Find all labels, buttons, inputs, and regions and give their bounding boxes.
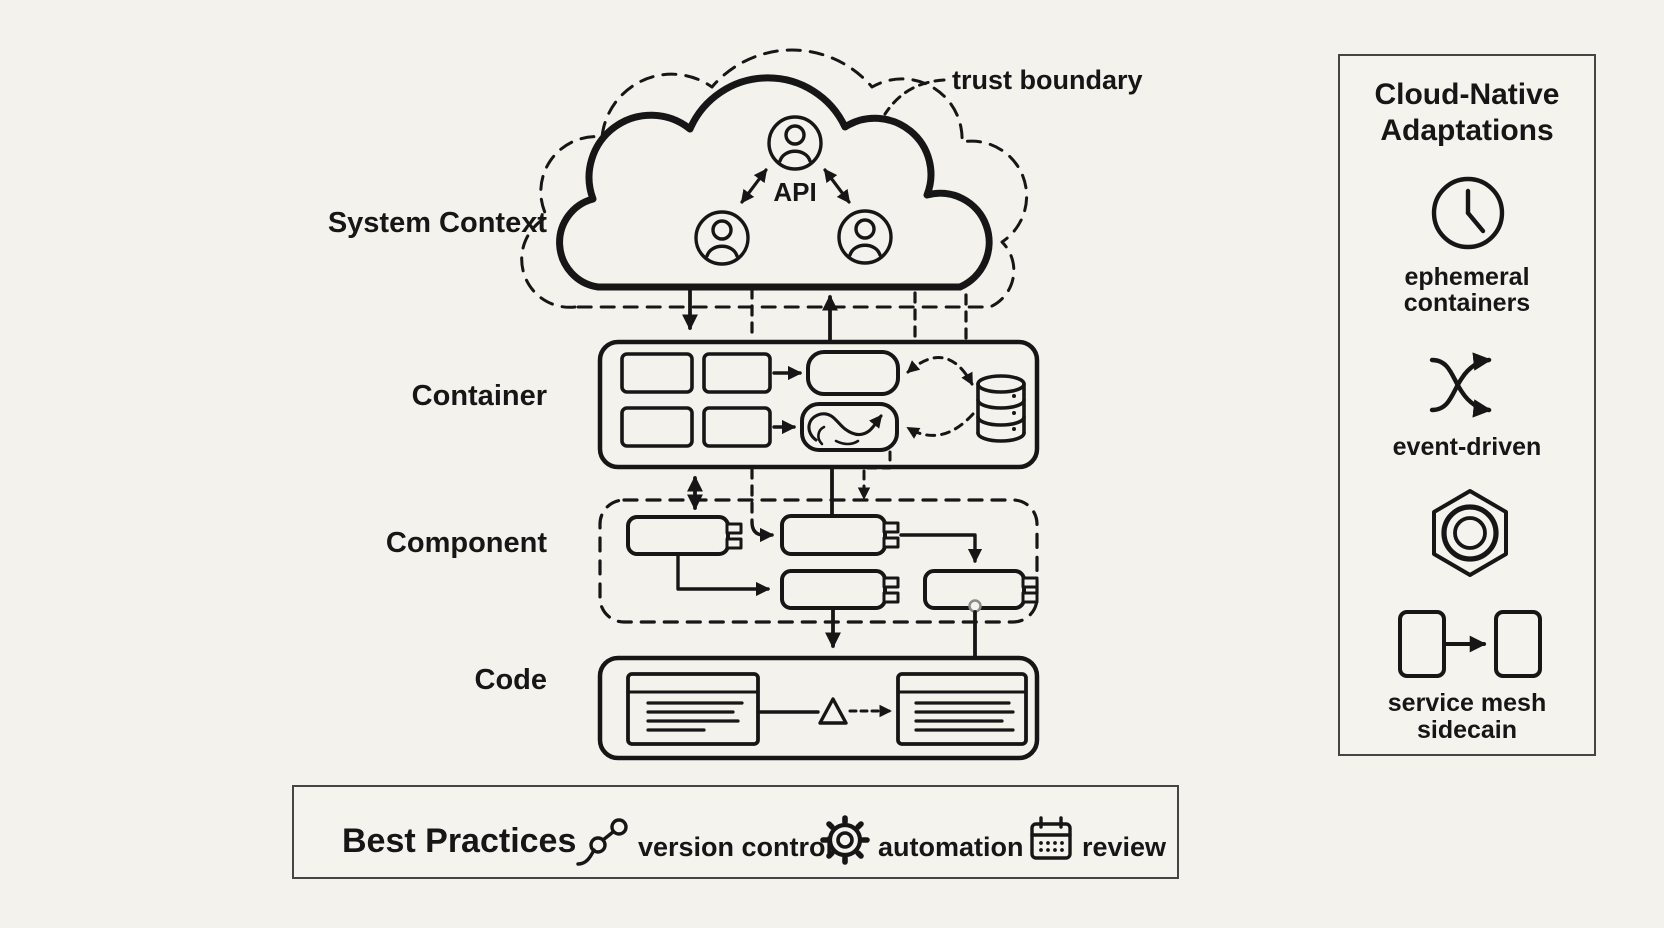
container-small-box <box>620 352 694 394</box>
dashed-elbow-arrow <box>857 450 892 500</box>
branch-icon <box>576 818 628 866</box>
best-practices-bar: Best Practices version control automatio… <box>292 785 1179 879</box>
component-tab <box>1021 591 1039 604</box>
elbow-arrow-connector <box>676 552 771 597</box>
component-tab <box>725 537 743 550</box>
system-context-level: trust boundary API <box>520 48 1143 309</box>
service-mesh-icon <box>1398 610 1542 678</box>
user-icon <box>694 210 750 266</box>
level-label-component: Component <box>386 527 547 559</box>
calendar-icon <box>1030 816 1072 860</box>
best-practices-title: Best Practices <box>342 822 576 860</box>
code-level <box>597 655 1040 761</box>
sidebar-title-line1: Cloud-Native <box>1374 78 1559 111</box>
sidebar-item-label: service mesh <box>1388 689 1546 717</box>
knot-icon <box>800 402 899 452</box>
component-box <box>626 515 743 556</box>
level-label-system-context: System Context <box>328 207 548 239</box>
dashed-double-arrow <box>906 356 974 386</box>
sidebar-item-label: containers <box>1404 289 1530 317</box>
component-boundary <box>598 498 1039 624</box>
best-practice-label: automation <box>878 832 1024 862</box>
component-tab <box>725 522 743 535</box>
component-box <box>780 514 900 556</box>
component-tab <box>882 536 900 549</box>
component-tab <box>1021 576 1039 589</box>
shuffle-arrows-icon <box>1429 352 1492 418</box>
container-component-connectors <box>687 450 892 543</box>
component-tab <box>882 521 900 534</box>
component-code-connectors <box>825 599 982 660</box>
sidebar-item-label: ephemeral <box>1404 263 1529 291</box>
system-cloud <box>556 74 993 291</box>
container-level <box>597 339 1040 470</box>
level-label-container: Container <box>412 380 547 412</box>
api-label: API <box>773 177 816 207</box>
elbow-arrow-connector <box>899 533 983 564</box>
trust-boundary-label: trust boundary <box>952 65 1143 95</box>
code-editor-icon <box>626 672 760 746</box>
component-level <box>598 498 1039 624</box>
user-icon <box>837 209 893 265</box>
component-box <box>780 569 900 610</box>
container-pill-box <box>806 350 900 396</box>
elbow-arrow-connector <box>750 520 775 543</box>
gear-icon <box>820 815 870 865</box>
sidebar-item-label: event-driven <box>1393 433 1542 461</box>
container-boundary <box>597 339 1040 470</box>
container-small-box <box>702 406 772 448</box>
delta-triangle-icon <box>818 697 848 725</box>
sidebar-panel <box>1338 54 1596 756</box>
user-icon <box>767 115 823 171</box>
api-arrow <box>823 168 851 204</box>
container-small-box <box>620 406 694 448</box>
level-labels: System Context Container Component Code <box>328 207 548 696</box>
container-small-box <box>702 352 772 394</box>
component-box <box>923 569 1039 610</box>
trust-boundary-cloud <box>520 48 1029 309</box>
trust-boundary-pointer <box>883 78 946 116</box>
component-tab <box>882 576 900 589</box>
database-icon <box>976 374 1026 443</box>
clock-icon <box>1431 176 1505 250</box>
hex-nut-icon <box>1432 489 1508 577</box>
component-tab <box>882 591 900 604</box>
best-practice-label: review <box>1082 832 1167 862</box>
code-boundary <box>597 655 1040 761</box>
connector-node <box>968 599 982 613</box>
api-arrow <box>740 168 768 204</box>
sidebar-title-line2: Adaptations <box>1380 114 1553 147</box>
level-label-code: Code <box>475 664 548 696</box>
sidebar-item-label: sidecain <box>1417 716 1517 744</box>
code-editor-icon <box>896 672 1028 746</box>
dashed-arrow <box>906 412 975 439</box>
best-practice-label: version control <box>638 832 833 862</box>
cloud-native-sidebar: Cloud-Native Adaptations ephemeral conta… <box>1338 54 1596 756</box>
cloud-container-connectors <box>682 287 968 342</box>
